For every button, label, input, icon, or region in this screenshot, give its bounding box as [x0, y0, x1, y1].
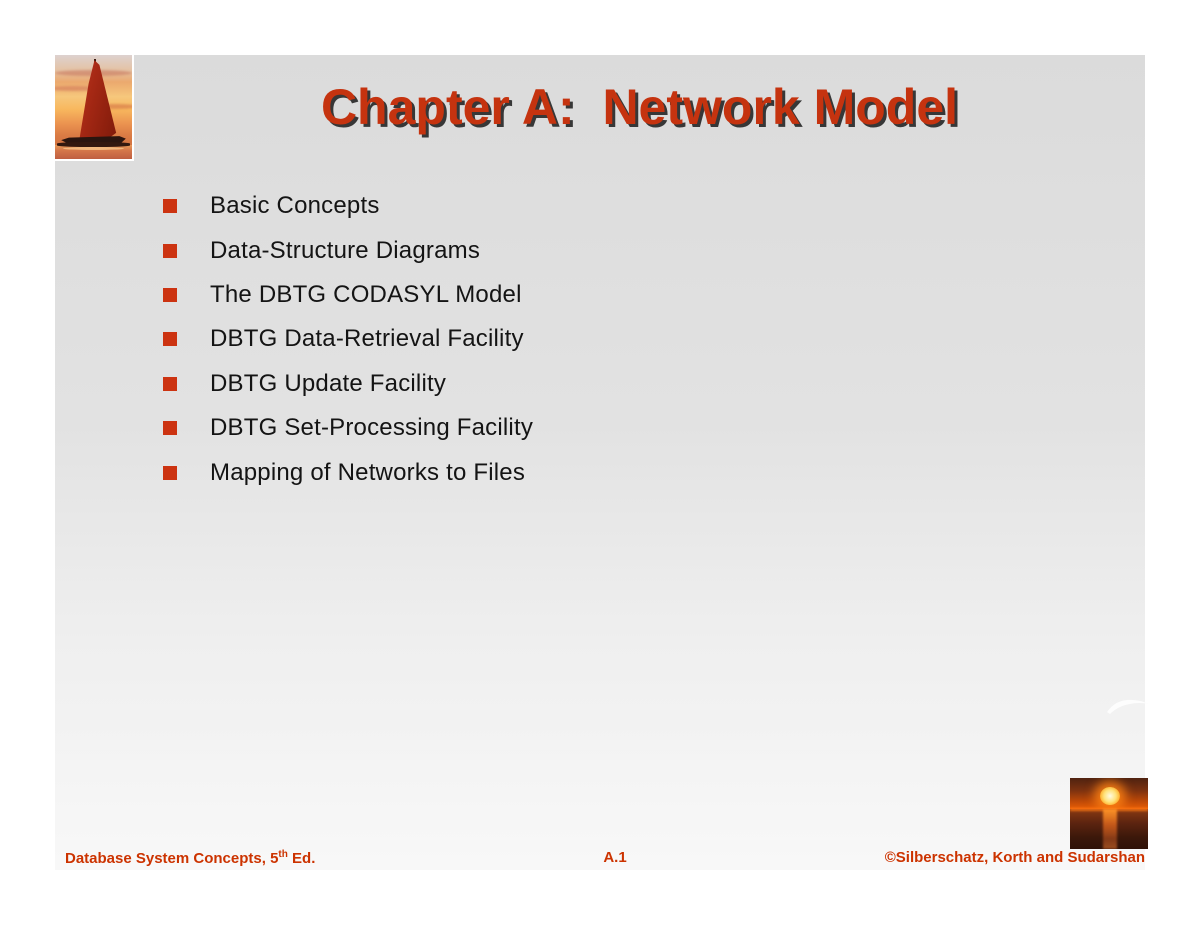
sun-reflection — [1102, 809, 1117, 849]
cloud — [91, 103, 132, 110]
bullet-item: DBTG Data-Retrieval Facility — [163, 317, 533, 361]
footer-book-title-text: Database System Concepts, 5 — [65, 850, 279, 867]
bullet-square-icon — [163, 332, 177, 347]
bullet-text: DBTG Update Facility — [210, 369, 447, 397]
bullet-item: Data-Structure Diagrams — [163, 228, 533, 272]
bullet-square-icon — [163, 199, 177, 214]
footer-superscript: th — [278, 849, 288, 860]
footer-copyright: ©Silberschatz, Korth and Sudarshan — [884, 849, 1145, 866]
footer-book-title: Database System Concepts, 5th Ed. — [65, 849, 315, 867]
slide-background — [55, 55, 1145, 870]
bullet-item: DBTG Update Facility — [163, 362, 533, 406]
bullet-square-icon — [163, 376, 177, 391]
sailboat-photo — [55, 55, 134, 161]
sun — [1099, 786, 1120, 805]
bullet-square-icon — [163, 243, 177, 258]
bullet-text: Basic Concepts — [210, 192, 380, 220]
water-glint — [62, 146, 125, 150]
bullet-square-icon — [163, 465, 177, 480]
bullet-text: The DBTG CODASYL Model — [210, 280, 522, 308]
footer-page-number: A.1 — [603, 849, 627, 866]
bullet-item: Basic Concepts — [163, 184, 533, 228]
footer-edition: Ed. — [287, 850, 316, 867]
boat-outrigger — [56, 142, 131, 147]
bullet-item: DBTG Set-Processing Facility — [163, 406, 533, 450]
slide-title: Chapter A: Network Model — [320, 79, 959, 135]
bullet-text: DBTG Set-Processing Facility — [210, 414, 534, 442]
bullet-square-icon — [163, 421, 177, 436]
bullet-text: Data-Structure Diagrams — [210, 236, 481, 264]
wave-swoosh-icon — [1107, 699, 1149, 714]
bullet-text: DBTG Data-Retrieval Facility — [210, 325, 524, 353]
bullet-item: The DBTG CODASYL Model — [163, 273, 533, 317]
bullet-text: Mapping of Networks to Files — [210, 458, 526, 486]
sunset-photo — [1070, 778, 1148, 849]
boat-hull — [61, 136, 126, 144]
horizon-glow — [1070, 807, 1148, 811]
bullet-square-icon — [163, 287, 177, 302]
bullet-item: Mapping of Networks to Files — [163, 450, 533, 494]
bullet-list: Basic Concepts Data-Structure Diagrams T… — [163, 184, 533, 495]
cloud — [55, 86, 102, 92]
